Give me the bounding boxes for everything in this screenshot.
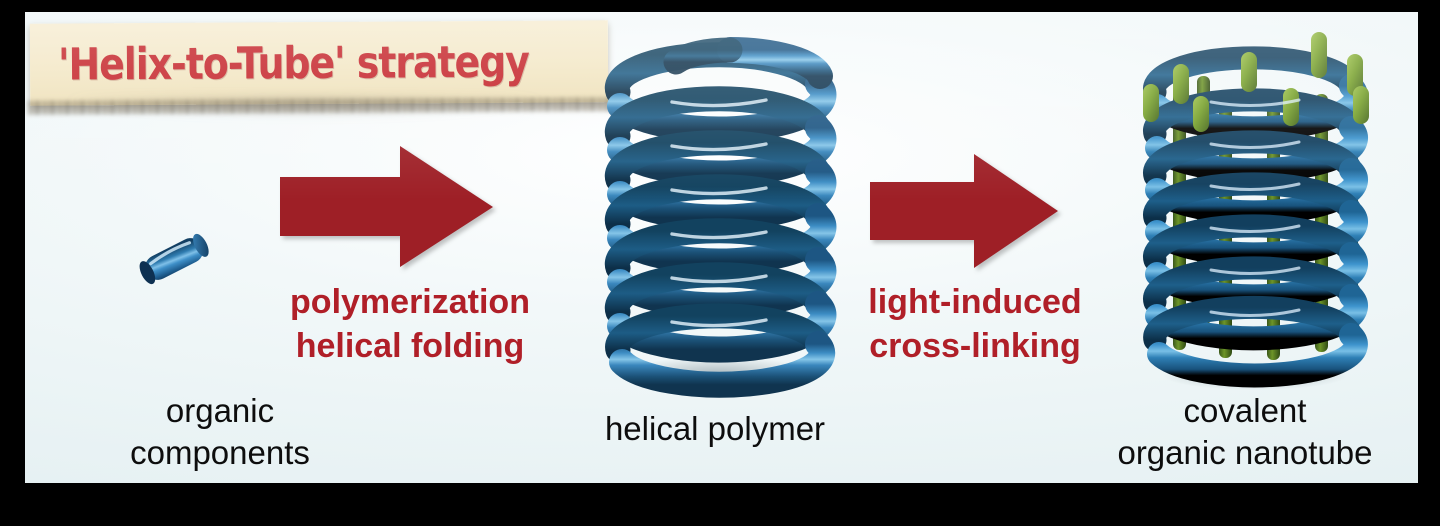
helical-polymer-icon [580,37,850,398]
figure-panel: 'Helix-to-Tube' strategy [25,12,1418,483]
covalent-organic-nanotube-icon [1115,30,1390,390]
banner-shadow-smudge [53,98,613,124]
crosslink-top-caps [1143,32,1369,132]
label-polymerization: polymerization helical folding [290,283,530,366]
arrow-polymerization [280,144,495,269]
arrow-crosslinking [870,152,1060,270]
monomer-icon [125,216,221,302]
caption-organic-components: organic components [130,392,310,471]
caption-covalent-organic-nanotube: covalent organic nanotube [1117,392,1373,471]
caption-helical-polymer: helical polymer [604,410,826,447]
title-banner-text: 'Helix-to-Tube' strategy [57,36,530,91]
label-crosslinking: light-induced cross-linking [868,283,1082,366]
title-banner: 'Helix-to-Tube' strategy [28,20,630,115]
